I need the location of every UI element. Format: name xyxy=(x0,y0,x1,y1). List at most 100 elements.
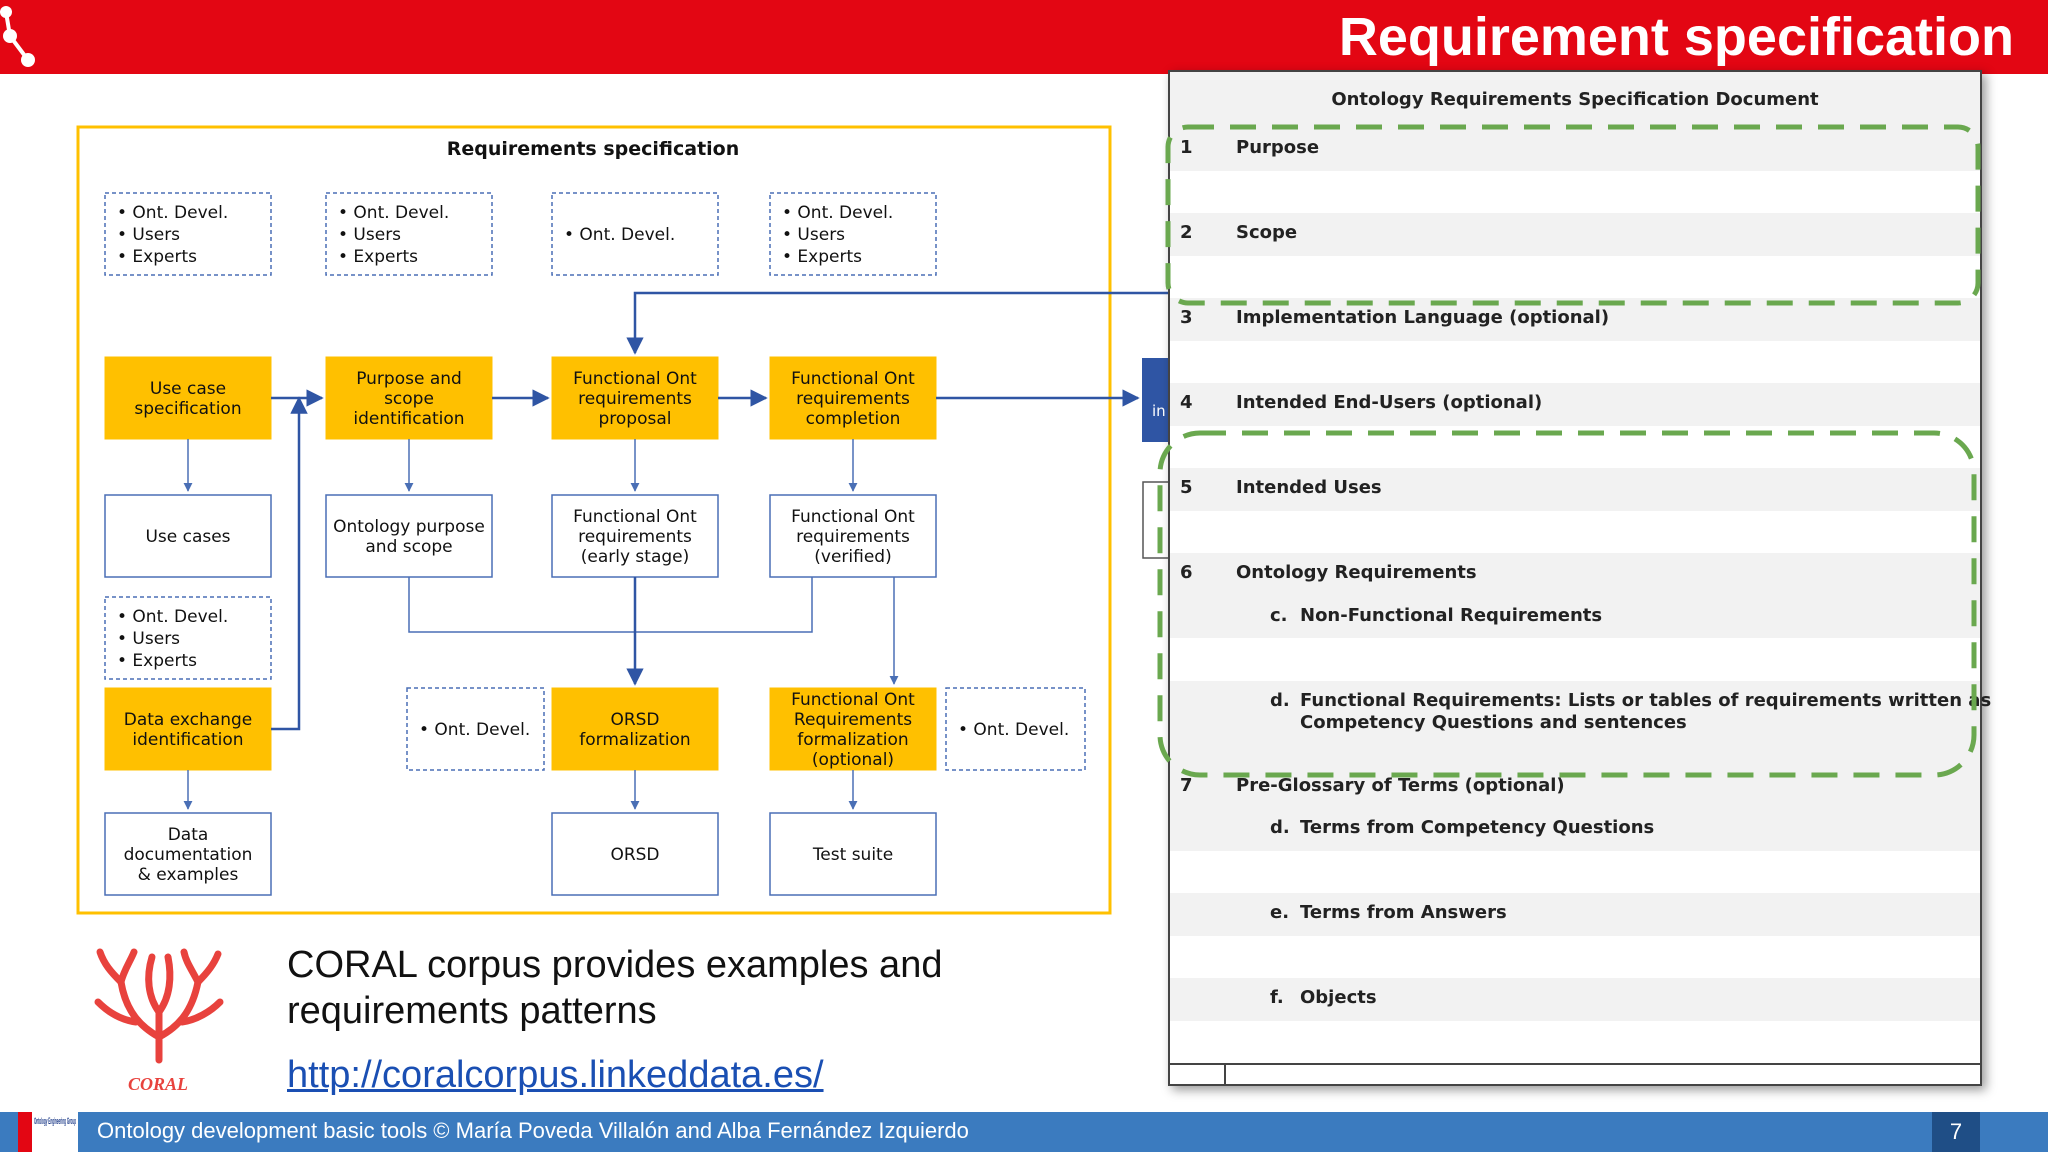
process-purpose-scope xyxy=(325,356,493,440)
orsd-row-empty xyxy=(1170,340,1980,385)
orsd-row-letter: d. xyxy=(1270,817,1290,838)
output-data-doc-line: documentation xyxy=(124,845,253,865)
process-fr-completion-line: Functional Ont xyxy=(791,369,915,389)
orsd-row-number: 2 xyxy=(1180,222,1193,243)
arrow-data-exchange-up xyxy=(271,396,308,731)
output-fr-verified-line: (verified) xyxy=(814,547,891,567)
process-orsd-formalization-line: ORSD xyxy=(610,710,659,730)
orsd-title: Ontology Requirements Specification Docu… xyxy=(1170,72,1980,130)
output-use-cases xyxy=(104,494,272,578)
process-data-exchange xyxy=(104,687,272,771)
orsd-row-label: Intended End-Users (optional) xyxy=(1236,392,1543,413)
orsd-row-label: Terms from Competency Questions xyxy=(1300,817,1655,838)
coral-logo-text: CORAL xyxy=(128,1074,188,1094)
process-fr-formalization-line: Functional Ont xyxy=(791,690,915,710)
orsd-row-label: Pre-Glossary of Terms (optional) xyxy=(1236,774,1565,796)
orsd-row-number: 7 xyxy=(1180,774,1193,796)
output-fr-verified-line: requirements xyxy=(796,527,910,547)
role-box-5-item: • Experts xyxy=(117,651,197,671)
network-logo-icon xyxy=(0,6,35,67)
process-fr-formalization-line: (optional) xyxy=(812,750,894,770)
diagram-frame xyxy=(76,125,1112,915)
process-fr-proposal xyxy=(551,356,719,440)
role-box-1-item: • Ont. Devel. xyxy=(117,203,228,223)
orsd-row-letter: f. xyxy=(1270,987,1284,1008)
orsd-row-label: Scope xyxy=(1236,222,1298,243)
orsd-row: f. Objects xyxy=(1170,978,1980,1023)
output-orsd xyxy=(551,812,719,896)
process-fr-completion-line: requirements xyxy=(796,389,910,409)
output-fr-verified xyxy=(769,494,937,578)
role-box-2-item: • Ont. Devel. xyxy=(338,203,449,223)
orsd-row-number: 5 xyxy=(1180,477,1193,498)
role-box-4-item: • Users xyxy=(782,225,845,245)
role-box-5 xyxy=(104,596,272,680)
role-box-5-item: • Ont. Devel. xyxy=(117,607,228,627)
role-box-2 xyxy=(325,192,493,276)
role-box-6-item: • Ont. Devel. xyxy=(419,720,530,740)
role-box-7 xyxy=(945,687,1086,771)
output-fr-early-line: (early stage) xyxy=(581,547,690,567)
orsd-row-number: 3 xyxy=(1180,307,1193,328)
process-fr-formalization-line: formalization xyxy=(797,730,908,750)
orsd-row-letter: d. xyxy=(1270,689,1290,711)
oeg-logo-icon: Ontology Engineering Group xyxy=(18,1112,78,1152)
role-box-2-item: • Experts xyxy=(338,247,418,267)
process-orsd-formalization-line: formalization xyxy=(579,730,690,750)
merge-line xyxy=(408,577,813,633)
output-fr-verified-line: Functional Ont xyxy=(791,507,915,527)
output-data-doc-line: Data xyxy=(168,825,209,845)
cut-off-label: in xyxy=(1152,402,1166,420)
oeg-logo-text: Ontology Engineering Group xyxy=(34,1116,76,1126)
output-test-suite xyxy=(769,812,937,896)
orsd-row-label: Terms from Answers xyxy=(1300,902,1507,923)
orsd-row-label: Intended Uses xyxy=(1236,477,1382,498)
role-box-3-item: • Ont. Devel. xyxy=(564,225,675,245)
cut-off-block xyxy=(1142,358,1168,442)
output-use-cases-line: Use cases xyxy=(145,527,230,547)
process-use-case-spec-line: Use case xyxy=(150,379,226,399)
diagram-title: Requirements specification xyxy=(447,138,740,160)
process-fr-proposal-line: proposal xyxy=(599,409,672,429)
orsd-row-empty xyxy=(1170,510,1980,555)
role-box-1-item: • Experts xyxy=(117,247,197,267)
orsd-row: d. Terms from Competency Questions xyxy=(1170,808,1980,853)
header-bar xyxy=(0,0,2048,74)
output-purpose-scope-line: and scope xyxy=(365,537,452,557)
orsd-row-empty xyxy=(1170,255,1980,300)
process-fr-proposal-line: requirements xyxy=(578,389,692,409)
process-purpose-scope-line: scope xyxy=(384,389,434,409)
orsd-row-empty xyxy=(1170,935,1980,980)
process-orsd-formalization xyxy=(551,687,719,771)
output-data-doc-line: & examples xyxy=(138,865,239,885)
role-box-4 xyxy=(769,192,937,276)
orsd-row-number: 1 xyxy=(1180,137,1193,158)
cut-off-bracket xyxy=(1142,481,1168,559)
orsd-row-letter: c. xyxy=(1270,604,1288,626)
orsd-row-empty xyxy=(1170,425,1980,470)
process-data-exchange-line: Data exchange xyxy=(124,710,252,730)
orsd-row-label: Functional Requirements: Lists or tables… xyxy=(1300,689,1992,711)
process-fr-formalization-line: Requirements xyxy=(794,710,912,730)
orsd-row-label: Non-Functional Requirements xyxy=(1300,604,1603,626)
arrow-feedback-to-proposal xyxy=(626,291,1168,355)
role-box-4-item: • Ont. Devel. xyxy=(782,203,893,223)
orsd-row-label: Objects xyxy=(1300,987,1377,1008)
footer-text: Ontology development basic tools © María… xyxy=(97,1118,969,1143)
process-data-exchange-line: identification xyxy=(132,730,243,750)
role-box-7-item: • Ont. Devel. xyxy=(958,720,1069,740)
orsd-row-empty xyxy=(1170,170,1980,215)
role-box-1-item: • Users xyxy=(117,225,180,245)
orsd-row-letter: e. xyxy=(1270,902,1290,923)
orsd-row: 7 Pre-Glossary of Terms (optional) xyxy=(1170,765,1980,810)
orsd-row-label: Implementation Language (optional) xyxy=(1236,307,1610,328)
coral-link[interactable]: http://coralcorpus.linkeddata.es/ xyxy=(287,1054,824,1096)
orsd-row: e. Terms from Answers xyxy=(1170,893,1980,938)
coral-description: CORAL corpus provides examples and requi… xyxy=(287,944,943,1032)
process-purpose-scope-line: identification xyxy=(353,409,464,429)
orsd-row-label: Ontology Requirements xyxy=(1236,562,1477,583)
